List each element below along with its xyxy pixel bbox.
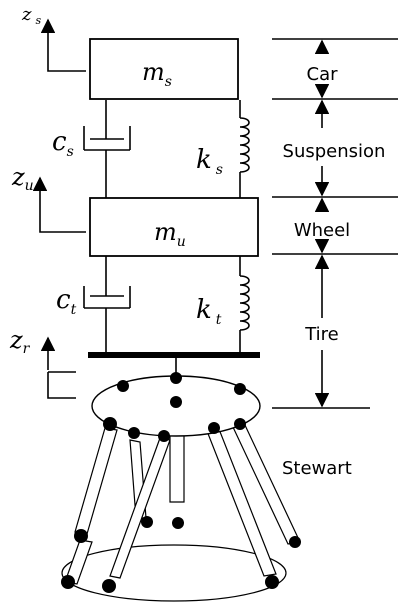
dimension-label-wheel: Wheel	[294, 220, 350, 241]
suspension-damper-label: cs	[52, 127, 74, 160]
dimension-label-car: Car	[307, 64, 339, 85]
car-mass-box	[89, 38, 239, 100]
stewart-label: Stewart	[282, 458, 352, 479]
zs-arrow	[40, 18, 86, 72]
suspension-damper	[83, 100, 131, 198]
tire-spring	[239, 256, 250, 354]
stewart-platform	[61, 372, 301, 602]
dimension-label-tire: Tire	[304, 324, 339, 345]
wheel-mass-label: mu	[154, 218, 186, 250]
wheel-mass-box	[89, 197, 259, 257]
zu-label: zu	[11, 163, 34, 194]
zu-arrow	[32, 176, 86, 233]
dimension-lines	[272, 38, 398, 409]
coordinate-zr: zr	[9, 326, 76, 399]
zr-label: zr	[9, 326, 31, 357]
suspension-spring	[239, 100, 250, 198]
tire-damper-label: ct	[56, 285, 77, 318]
stewart-joints	[61, 372, 301, 593]
dimension-label-suspension: Suspension	[283, 141, 386, 162]
stewart-legs	[64, 422, 301, 585]
stewart-base	[61, 544, 287, 602]
coordinate-zu: zu	[11, 163, 86, 233]
car-mass-label: ms	[142, 58, 172, 90]
tire-damper	[83, 256, 131, 354]
road-plate	[88, 352, 260, 358]
